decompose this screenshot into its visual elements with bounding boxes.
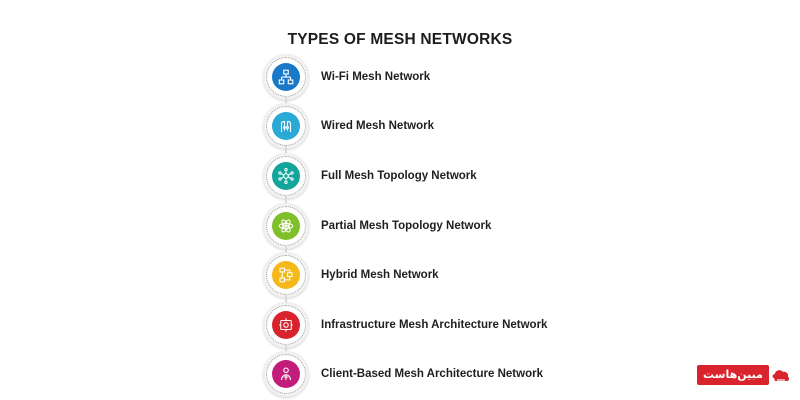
list-item: Infrastructure Mesh Architecture Network <box>263 300 548 352</box>
cloud-logo-icon <box>772 370 790 381</box>
item-label: Partial Mesh Topology Network <box>321 219 492 232</box>
badge <box>263 53 309 100</box>
badge <box>263 351 309 398</box>
client-icon <box>280 367 292 381</box>
infrastructure-icon <box>279 318 293 332</box>
list-item: Client-Based Mesh Architecture Network <box>263 350 547 400</box>
badge <box>263 103 309 150</box>
list-item: Wired Mesh Network <box>263 102 547 154</box>
mesh-types-list: Wi-Fi Mesh Network Wired Mesh Network <box>263 52 547 399</box>
watermark-logo: مبین‌هاست <box>697 364 800 386</box>
list-item: Partial Mesh Topology Network <box>263 201 547 253</box>
item-label: Full Mesh Topology Network <box>321 169 477 182</box>
badge <box>263 252 309 299</box>
badge <box>263 202 309 249</box>
atom-icon <box>278 219 294 233</box>
badge <box>263 152 309 199</box>
watermark-text: مبین‌هاست <box>697 365 769 385</box>
circuit-hands-icon <box>280 121 292 133</box>
list-item: Full Mesh Topology Network <box>263 151 547 204</box>
item-label: Hybrid Mesh Network <box>321 269 439 282</box>
diagram-title: TYPES OF MESH NETWORKS <box>287 31 513 48</box>
item-label: Infrastructure Mesh Architecture Network <box>321 318 548 331</box>
badge <box>263 301 309 348</box>
item-label: Client-Based Mesh Architecture Network <box>321 368 543 381</box>
item-label: Wired Mesh Network <box>321 120 435 133</box>
list-item: Hybrid Mesh Network <box>263 250 547 303</box>
list-item: Wi-Fi Mesh Network <box>263 52 547 104</box>
hybrid-network-icon <box>279 267 293 283</box>
network-nodes-icon <box>278 69 294 85</box>
full-mesh-icon <box>278 167 294 185</box>
item-label: Wi-Fi Mesh Network <box>321 70 431 83</box>
